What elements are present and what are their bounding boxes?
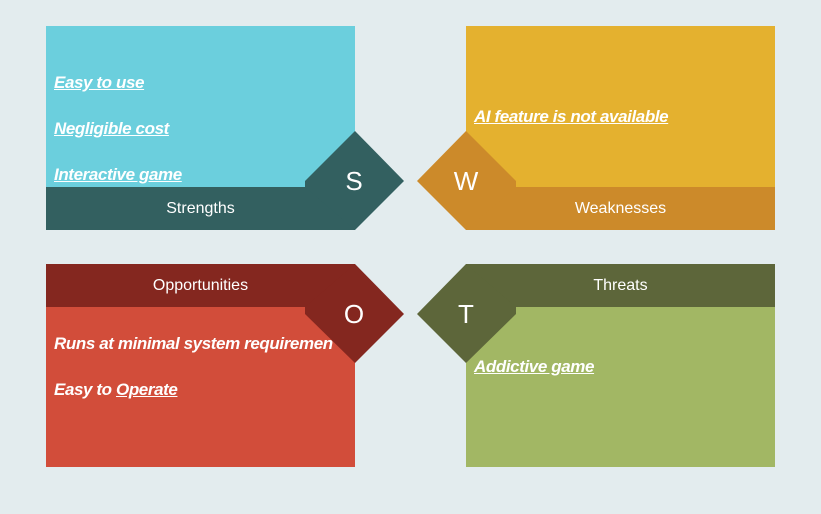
strengths-item[interactable]: Easy to use [54,73,145,92]
threats-label: Threats [593,277,648,294]
threats-diamond [417,264,516,363]
threats-bar [466,264,775,307]
strengths-letter: S [345,166,363,196]
weaknesses-diamond [417,131,516,230]
opportunities-label: Opportunities [152,277,249,294]
weaknesses-label: Weaknesses [574,200,667,217]
threats-body [466,307,775,467]
weaknesses-body [466,26,775,187]
weaknesses-bar [466,187,775,230]
strengths-item[interactable]: Interactive game [54,165,182,184]
threats-letter: T [458,299,474,329]
strengths-diamond [305,131,404,230]
opportunities-bar [46,264,355,307]
opportunities-item-link[interactable]: Operate [116,380,178,399]
weaknesses-letter: W [453,166,479,196]
strengths-item[interactable]: Negligible cost [54,119,169,138]
threats-item[interactable]: Addictive game [474,357,595,376]
opportunities-item-text: Easy to [54,380,116,399]
opportunities-item-clip: Runs at minimal system requiremen [46,330,340,358]
strengths-label: Strengths [166,200,235,217]
strengths-bar [46,187,355,230]
opportunities-item: Easy to Operate [54,380,178,400]
opportunities-diamond [305,264,404,363]
strengths-body [46,26,355,187]
opportunities-item: Runs at minimal system requiremen [54,334,333,353]
weaknesses-item[interactable]: AI feature is not available [474,107,669,126]
opportunities-body [46,307,355,467]
opportunities-letter: O [343,299,365,329]
